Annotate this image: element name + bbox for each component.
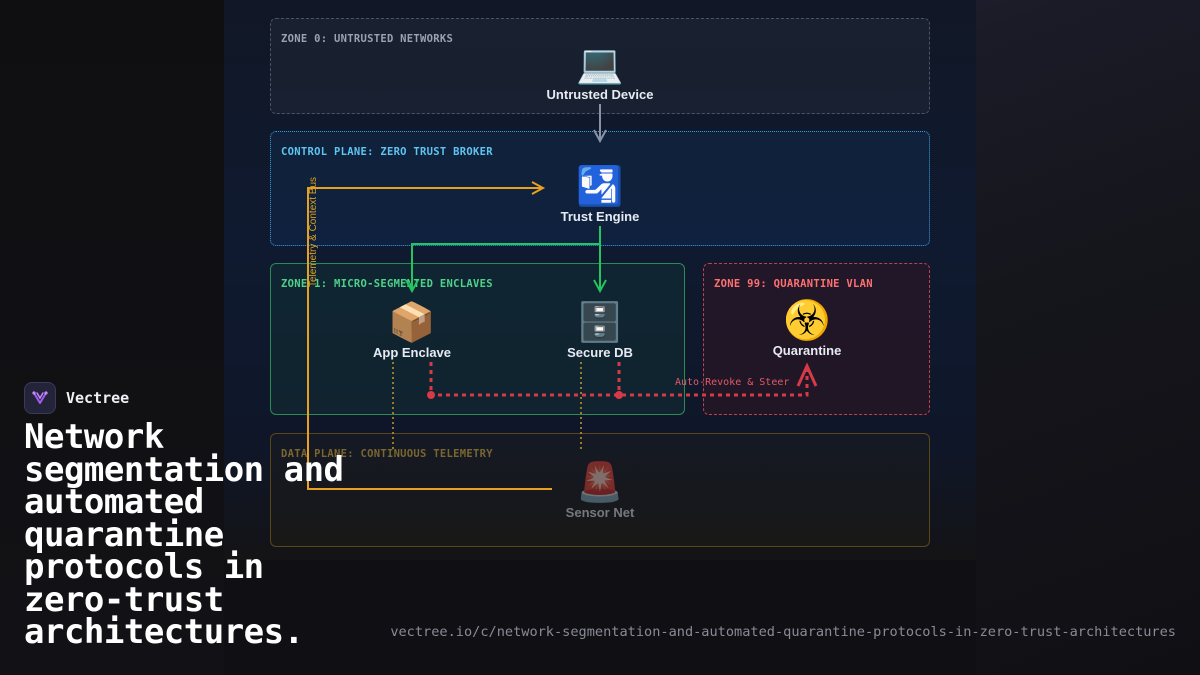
edge-engine-to-app-arrowhead xyxy=(405,279,419,294)
node-app-enclave[interactable]: 📦 App Enclave xyxy=(342,300,482,360)
node-label-sensor: Sensor Net xyxy=(565,505,635,520)
zone-untrusted-networks: ZONE 0: UNTRUSTED NETWORKS xyxy=(270,18,930,114)
telemetry-bus-label: Telemetry & Context Bus xyxy=(308,176,319,287)
edge-auto-revoke xyxy=(429,362,809,397)
file-cabinet-icon: 🗄️ xyxy=(576,300,624,344)
auto-revoke-label: Auto-Revoke & Steer xyxy=(675,377,790,388)
node-label-engine: Trust Engine xyxy=(560,209,640,224)
background-left xyxy=(0,0,224,675)
passport-control-icon: 🛂 xyxy=(576,164,624,208)
background-right xyxy=(976,0,1200,675)
edge-telemetry-bus-arrowhead xyxy=(531,181,546,195)
node-sensor-net[interactable]: 🚨 Sensor Net xyxy=(530,460,670,520)
revoke-junction-app xyxy=(427,391,435,399)
edge-device-to-engine-arrowhead xyxy=(593,129,607,144)
zone-micro-segmented: ZONE 1: MICRO-SEGMENTED ENCLAVES xyxy=(270,263,685,415)
node-untrusted-device[interactable]: 💻 Untrusted Device xyxy=(530,42,670,102)
brand-name: Vectree xyxy=(66,389,130,407)
node-label-device: Untrusted Device xyxy=(546,87,654,102)
node-secure-db[interactable]: 🗄️ Secure DB xyxy=(530,300,670,360)
biohazard-icon: ☣️ xyxy=(783,298,831,342)
zone-label-control: CONTROL PLANE: ZERO TRUST BROKER xyxy=(281,146,493,158)
package-icon: 📦 xyxy=(388,300,436,344)
edge-auto-revoke-arrowhead xyxy=(796,362,818,387)
node-label-db: Secure DB xyxy=(567,345,633,360)
edge-engine-to-db-arrowhead xyxy=(593,279,607,294)
edge-telemetry-bus xyxy=(307,187,552,490)
vectree-logo-icon xyxy=(24,382,56,414)
laptop-icon: 💻 xyxy=(576,42,624,86)
page-url[interactable]: vectree.io/c/network-segmentation-and-au… xyxy=(390,624,1176,640)
node-label-app: App Enclave xyxy=(372,345,452,360)
edge-engine-to-app xyxy=(411,226,601,290)
zone-label-data: DATA PLANE: CONTINUOUS TELEMETRY xyxy=(281,448,493,460)
brand: Vectree xyxy=(24,382,129,414)
siren-icon: 🚨 xyxy=(576,460,624,504)
node-label-quarantine: Quarantine xyxy=(772,343,842,358)
zone-label-quarantine: ZONE 99: QUARANTINE VLAN xyxy=(714,278,873,290)
revoke-junction-db xyxy=(615,391,623,399)
page-title: Network segmentation and automated quara… xyxy=(24,417,344,652)
node-trust-engine[interactable]: 🛂 Trust Engine xyxy=(530,164,670,224)
zone-quarantine-vlan: ZONE 99: QUARANTINE VLAN xyxy=(703,263,930,415)
zone-label-untrusted: ZONE 0: UNTRUSTED NETWORKS xyxy=(281,33,454,45)
node-quarantine[interactable]: ☣️ Quarantine xyxy=(737,298,877,358)
zone-label-micro: ZONE 1: MICRO-SEGMENTED ENCLAVES xyxy=(281,278,493,290)
